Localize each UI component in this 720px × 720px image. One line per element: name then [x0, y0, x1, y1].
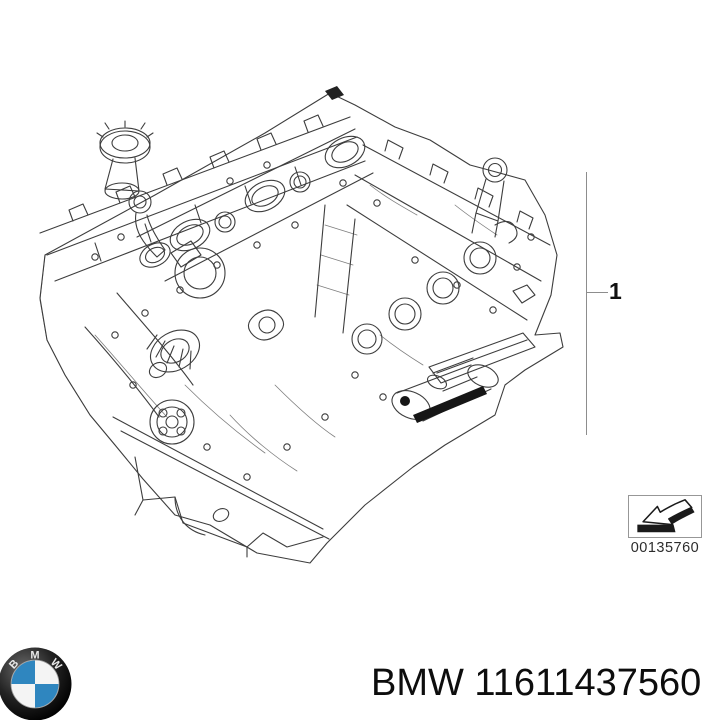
- callout-label[interactable]: 1: [609, 278, 622, 304]
- lifting-eyelet-front: [128, 190, 166, 258]
- right-valve-cover: [346, 139, 551, 355]
- oil-pan: [134, 456, 324, 558]
- engine-outline: [39, 92, 564, 564]
- water-pump-hub: [146, 329, 200, 379]
- engine-top-fitting: [325, 86, 344, 100]
- crank-hub: [149, 399, 195, 445]
- bmw-roundel-logo: B M W: [0, 647, 72, 720]
- bolt-heads: [91, 161, 535, 481]
- left-valve-cover: [39, 114, 366, 282]
- engine-main-lines: [39, 86, 564, 564]
- mount-arm: [428, 332, 536, 384]
- photo-ref-box[interactable]: [628, 495, 702, 538]
- part-number-title: BMW 11611437560: [371, 662, 702, 704]
- roundel-letter-m: M: [30, 650, 39, 662]
- photo-arrow-icon: [637, 499, 695, 533]
- pan-rail-line: [112, 416, 324, 530]
- callout-tick-line: [586, 292, 608, 293]
- intake-ports: [136, 128, 374, 282]
- roundel-quadrant-br: [35, 684, 59, 708]
- callout-bracket-line: [586, 172, 587, 435]
- roundel-quadrant-tl: [11, 660, 35, 684]
- engine-secondary-lines: [39, 184, 498, 472]
- starter-motor: [391, 357, 499, 423]
- oil-filler-cap: [96, 120, 154, 200]
- engine-illustration: [39, 86, 564, 564]
- photo-ref-code: 00135760: [630, 540, 700, 556]
- roundel-quadrant-tr: [35, 660, 59, 684]
- timing-cover: [170, 204, 356, 341]
- roundel-quadrant-bl: [11, 684, 35, 708]
